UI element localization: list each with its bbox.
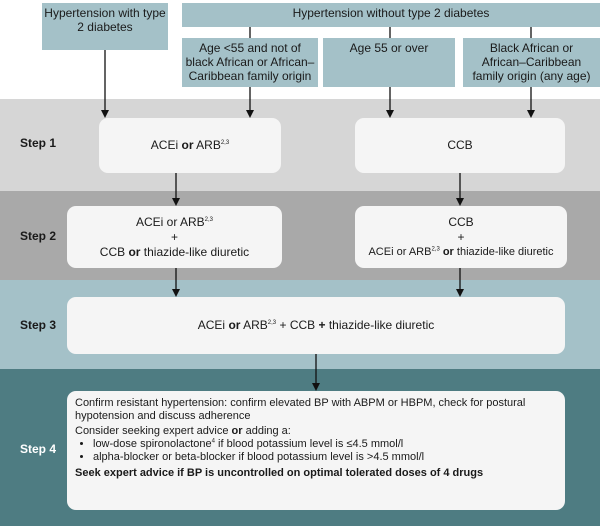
step2-left-sup: 2,3 [204,216,214,223]
step2-left-or: or [128,244,141,259]
step1-label: Step 1 [20,136,57,150]
step2-right-line1: CCB [448,214,474,229]
step1-left-sup: 2,3 [220,140,230,146]
step1-left-text-b: ARB [193,138,221,152]
step4-bullet1-b: if blood potassium level is ≤4.5 mmol/l [214,438,404,450]
header-with-t2d: Hypertension with type 2 diabetes [42,3,168,50]
header-age-under-55: Age <55 and not of black African or Afri… [182,38,318,87]
step3-text-c: + CCB [276,318,319,332]
step3-or: or [228,318,241,332]
step2-right-line3b: thiazide-like diuretic [456,245,554,258]
step4-paragraph-confirm: Confirm resistant hypertension: confirm … [75,397,526,422]
step2-right-or: or [439,245,457,258]
step2-left-plus: + [170,229,178,244]
step2-left-line3b: thiazide-like diuretic [140,244,250,259]
step3-text-b: ARB [240,318,268,332]
step4-bullet1-a: low-dose spironolactone [93,438,212,450]
step4-box: Confirm resistant hypertension: confirm … [67,391,565,510]
step1-right-box: CCB [355,118,565,173]
step1-left-box: ACEi or ARB2,3 [99,118,281,173]
header-age-55-over: Age 55 or over [323,38,455,87]
step2-left-line1: ACEi or ARB [135,214,205,229]
step4-consider-or: or [231,425,243,437]
step2-left-box: ACEi or ARB2,3 + CCB or thiazide-like di… [67,206,282,268]
step1-right-text: CCB [447,138,473,152]
step2-right-box: CCB + ACEi or ARB2,3 or thiazide-like di… [355,206,567,268]
step3-label: Step 3 [20,318,57,332]
header-black-african: Black African or African–Caribbean famil… [463,38,600,87]
step3-text-a: ACEi [197,318,229,332]
step2-right-line3a: ACEi or ARB [368,245,432,258]
step4-consider-a: Consider seeking expert advice [75,425,232,437]
header-without-t2d: Hypertension without type 2 diabetes [182,3,600,27]
step2-left-line3a: CCB [99,244,129,259]
step2-right-plus: + [457,229,465,244]
step4-seek-advice: Seek expert advice if BP is uncontrolled… [75,467,484,479]
step4-bullet1-sup: 4 [211,438,215,445]
step3-box: ACEi or ARB2,3 + CCB + thiazide-like diu… [67,297,565,354]
step4-label: Step 4 [20,442,57,456]
step3-plus: + [318,318,326,332]
step2-right-sup: 2,3 [431,245,440,252]
step4-consider-b: adding a: [242,425,291,437]
step4-bullet-spironolactone: low-dose spironolactone4 if blood potass… [93,438,557,451]
step2-label: Step 2 [20,229,57,243]
step4-bullet-blocker: alpha-blocker or beta-blocker if blood p… [93,451,557,464]
step3-text-d: thiazide-like diuretic [325,318,435,332]
step1-left-text-a: ACEi [150,138,182,152]
step1-left-or: or [181,138,194,152]
step3-sup: 2,3 [267,320,277,326]
